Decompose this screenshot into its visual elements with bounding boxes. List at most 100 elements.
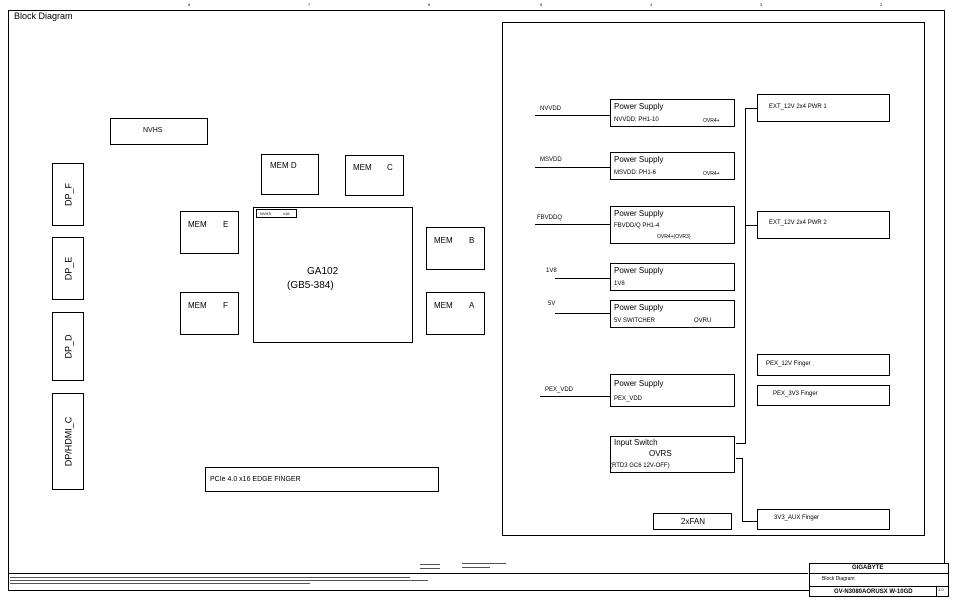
mem-f-letter: F: [223, 301, 228, 310]
mem-e-letter: E: [223, 220, 229, 229]
zone-tick: 2: [880, 2, 883, 7]
gpu-tag-right: x16: [283, 211, 290, 216]
psu-fbvddq-title: Power Supply: [614, 209, 664, 218]
gpu-subname: (GB5-384): [287, 280, 334, 291]
fan-block: 2xFAN: [653, 513, 732, 530]
conn-line-aux-vertical: [742, 458, 743, 521]
zone-tick: 8: [188, 2, 191, 7]
mem-b-letter: B: [469, 236, 475, 245]
conn-line-pwr2: [745, 225, 757, 226]
conn-ext12v-pwr2: EXT_12V 2x4 PWR 2: [757, 211, 890, 239]
gpu-block: NVHS x16 GA102 (GB5-384): [253, 207, 413, 343]
title-block-title: Block Diagram: [822, 576, 855, 582]
rail-line-nvvdd: [535, 115, 610, 116]
psu-1v8: Power Supply 1V8: [610, 263, 735, 291]
fine-print-block: [10, 576, 430, 588]
gpu-name: GA102: [307, 266, 339, 277]
psu-pex-vdd-detail: PEX_VDD: [614, 396, 643, 402]
title-block-rule-2: [810, 586, 948, 587]
conn-line-vertical: [745, 108, 746, 443]
psu-msvdd-ctrl: OVR4+: [703, 171, 720, 177]
footer-rule: [8, 573, 808, 574]
psu-msvdd-title: Power Supply: [614, 155, 664, 164]
mem-c-letter: C: [387, 163, 393, 172]
rail-line-pex-vdd: [540, 396, 610, 397]
mem-f-block: MEM F: [180, 292, 239, 335]
dp-d-label: DP_D: [63, 334, 74, 359]
zone-tick: 3: [760, 2, 763, 7]
rail-net-msvdd: MSVDD: [540, 157, 562, 163]
pcie-finger-label: PCIe 4.0 x16 EDGE FINGER: [210, 476, 301, 483]
input-switch-note: (RTD3 GC6 12V-OFF): [610, 463, 670, 469]
rail-net-nvvdd: NVVDD: [540, 106, 562, 112]
psu-1v8-title: Power Supply: [614, 266, 664, 275]
mem-e-label: MEM: [188, 220, 207, 229]
psu-pex-vdd-title: Power Supply: [614, 379, 664, 388]
dp-f-label: DP_F: [63, 183, 74, 207]
rail-net-pex-vdd: PEX_VDD: [545, 387, 574, 393]
psu-msvdd-detail: MSVDD: PH1-6: [614, 170, 657, 176]
mem-c-label: MEM: [353, 163, 372, 172]
mem-e-block: MEM E: [180, 211, 239, 254]
title-block-company: GIGABYTE: [852, 565, 884, 571]
gpu-nvhs-tag: NVHS x16: [256, 209, 297, 218]
mem-c-block: MEM C: [345, 155, 404, 196]
psu-fbvddq: Power Supply FBVDD/Q PH1-4 OVR4+(OVR3): [610, 206, 735, 244]
rail-net-5v: 5V: [548, 301, 556, 307]
nvhs-label: NVHS: [143, 127, 163, 134]
conn-line-switch: [736, 443, 746, 444]
dp-e-label: DP_E: [63, 256, 74, 281]
psu-5v: Power Supply 5V SWITCHER OVRU: [610, 300, 735, 328]
input-switch-block: Input Switch OVRS (RTD3 GC6 12V-OFF): [610, 436, 735, 473]
input-switch-title: Input Switch: [614, 438, 658, 447]
conn-3v3aux-finger: 3V3_AUX Finger: [757, 509, 890, 530]
mem-a-letter: A: [469, 301, 475, 310]
psu-pex-vdd: Power Supply PEX_VDD: [610, 374, 735, 407]
dp-f-block: DP_F: [52, 163, 84, 226]
conn-line-pwr1: [745, 108, 757, 109]
rail-net-fbvddq: FBVDDQ: [537, 215, 563, 221]
psu-nvvdd: Power Supply NVVDD: PH1-10 OVR4+: [610, 99, 735, 127]
conn-pex12v-finger: PEX_12V Finger: [757, 354, 890, 376]
title-block-model: GV-N3080AORUSX W-10GD: [834, 589, 913, 595]
conn-pex12v-finger-label: PEX_12V Finger: [766, 361, 811, 367]
conn-ext12v-pwr2-label: EXT_12V 2x4 PWR 2: [769, 220, 827, 226]
rail-line-fbvddq: [535, 224, 610, 225]
conn-line-switch-aux: [736, 458, 742, 459]
input-switch-ctrl: OVRS: [649, 449, 672, 458]
conn-3v3aux-finger-label: 3V3_AUX Finger: [774, 515, 820, 521]
gpu-tag-left: NVHS: [260, 211, 272, 216]
psu-fbvddq-ctrl: OVR4+(OVR3): [657, 234, 691, 240]
conn-pex3v3-finger-label: PEX_3V3 Finger: [773, 391, 818, 397]
mem-f-label: MEM: [188, 301, 207, 310]
mem-a-block: MEM A: [426, 292, 485, 335]
rail-line-1v8: [555, 278, 610, 279]
dp-hdmi-c-block: DP/HDMI_C: [52, 393, 84, 490]
fine-print-mid: [420, 563, 510, 575]
mem-a-label: MEM: [434, 301, 453, 310]
mem-b-label: MEM: [434, 236, 453, 245]
fan-label: 2xFAN: [681, 517, 706, 526]
psu-nvvdd-detail: NVVDD: PH1-10: [614, 117, 659, 123]
dp-hdmi-c-label: DP/HDMI_C: [63, 416, 74, 467]
mem-d-block: MEM D: [261, 154, 319, 195]
zone-tick: 7: [308, 2, 311, 7]
nvhs-block: NVHS: [110, 118, 208, 145]
psu-nvvdd-title: Power Supply: [614, 102, 664, 111]
rail-line-5v: [555, 313, 610, 314]
zone-tick: 4: [650, 2, 653, 7]
rail-line-msvdd: [535, 167, 610, 168]
dp-d-block: DP_D: [52, 312, 84, 381]
mem-b-block: MEM B: [426, 227, 485, 270]
dp-e-block: DP_E: [52, 237, 84, 300]
conn-pex3v3-finger: PEX_3V3 Finger: [757, 385, 890, 406]
psu-5v-ctrl: OVRU: [694, 318, 712, 324]
conn-ext12v-pwr1: EXT_12V 2x4 PWR 1: [757, 94, 890, 122]
psu-msvdd: Power Supply MSVDD: PH1-6 OVR4+: [610, 152, 735, 180]
title-block-rev-divider: [936, 586, 937, 596]
psu-1v8-detail: 1V8: [614, 281, 625, 287]
title-block: GIGABYTE Block Diagram GV-N3080AORUSX W-…: [809, 563, 949, 597]
psu-nvvdd-ctrl: OVR4+: [703, 118, 720, 124]
sheet-title: Block Diagram: [14, 11, 73, 21]
psu-5v-title: Power Supply: [614, 303, 664, 312]
